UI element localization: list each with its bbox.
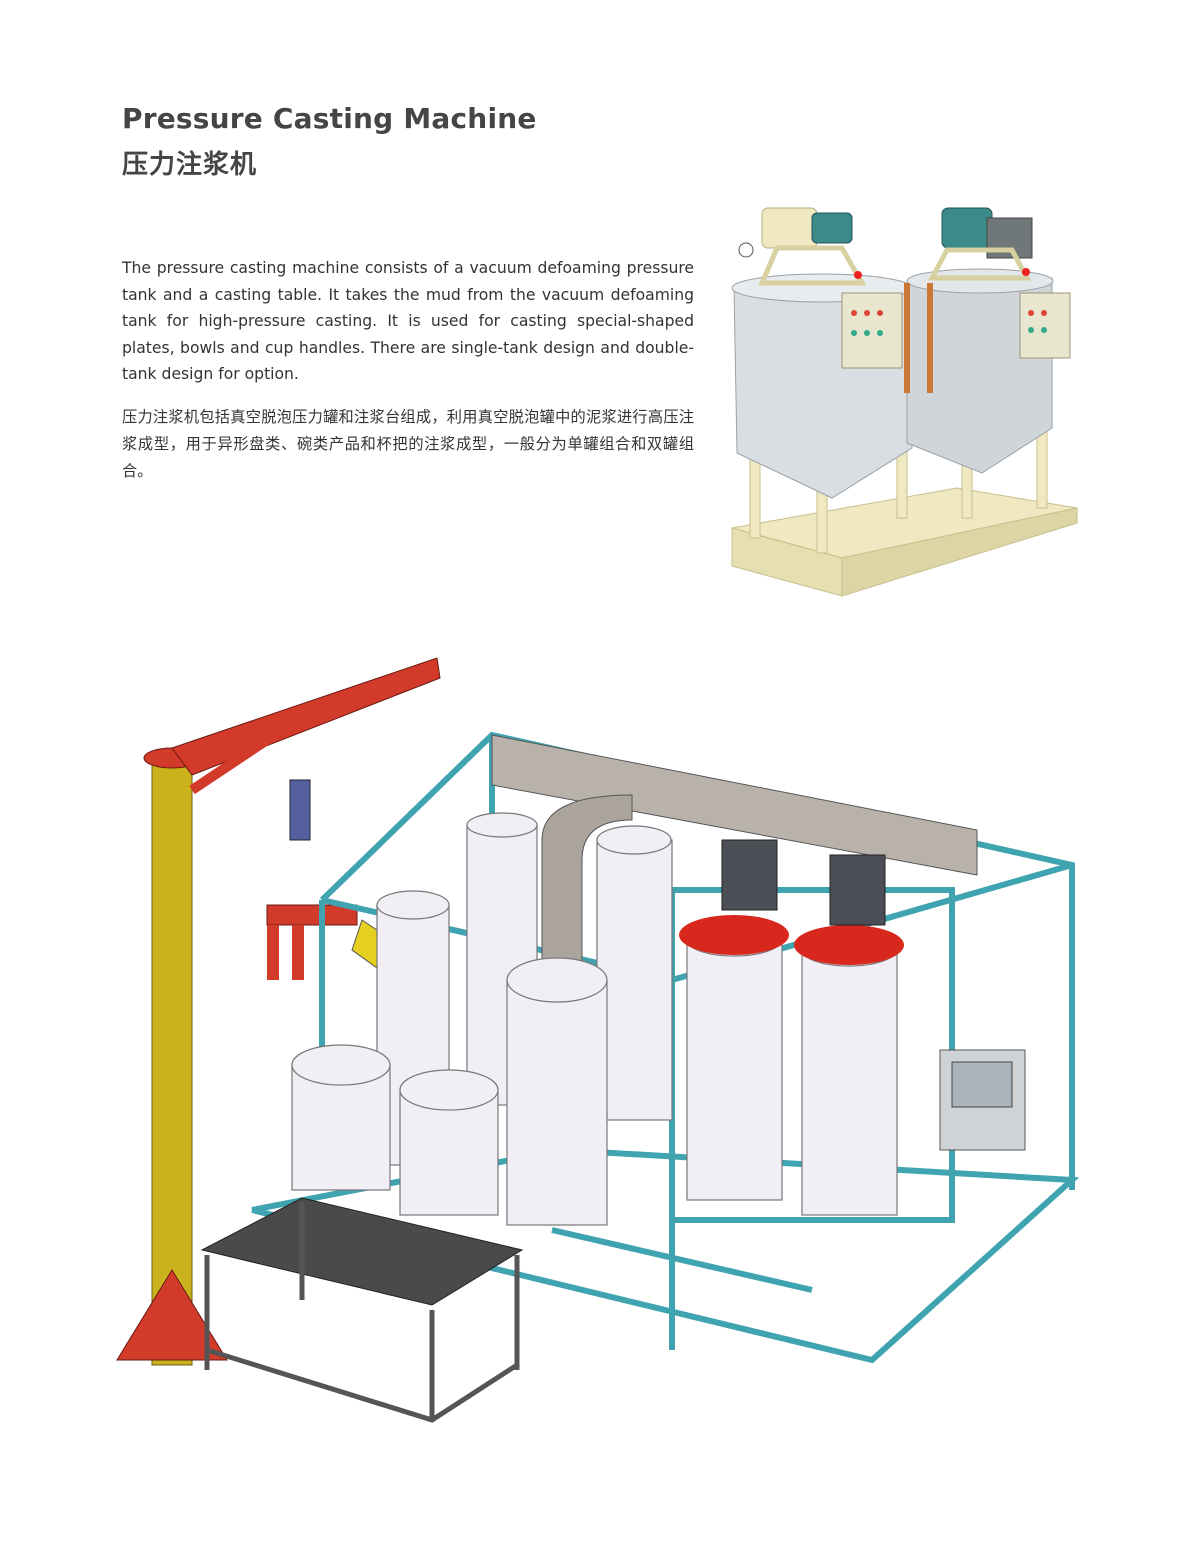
description-cn: 压力注浆机包括真空脱泡压力罐和注浆台组成，利用真空脱泡罐中的泥浆进行高压注浆成型…: [122, 408, 694, 480]
casting-table-drawing: [116, 657, 1080, 1423]
description-en: The pressure casting machine consists of…: [122, 259, 694, 383]
defoaming-tanks-photo: [731, 207, 1078, 597]
page-title-cn: 压力注浆机: [122, 150, 258, 180]
page-title-en: Pressure Casting Machine: [122, 102, 537, 135]
